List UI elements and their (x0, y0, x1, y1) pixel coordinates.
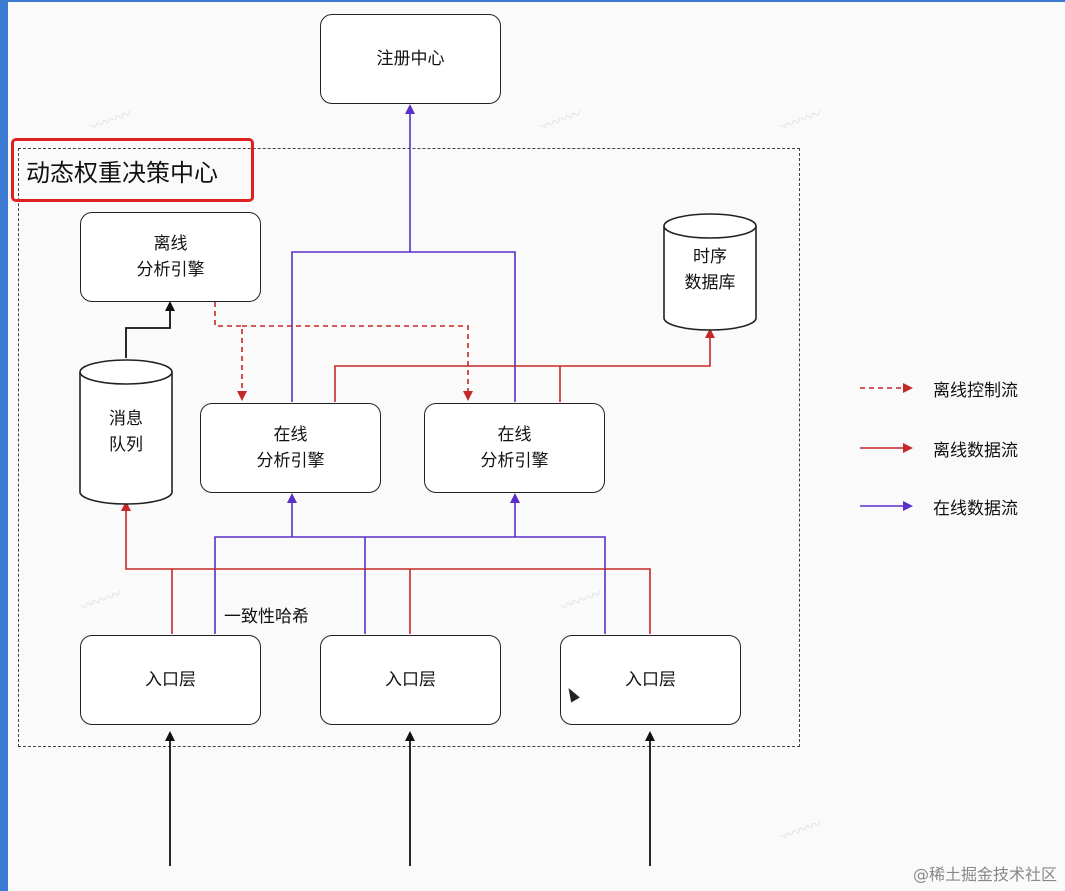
tsdb-cylinder (663, 213, 757, 331)
message-queue-cylinder (79, 359, 173, 505)
region-title-text: 动态权重决策中心 (26, 158, 218, 187)
offline-control-1 (214, 302, 247, 401)
registry-node: 注册中心 (320, 14, 501, 104)
entry-label-3: 入口层 (625, 670, 676, 690)
mq-to-offline-edge (125, 301, 175, 358)
online-bus (214, 536, 606, 634)
region-title: 动态权重决策中心 (11, 138, 254, 202)
online-engine-node-2: 在线 分析引擎 (424, 403, 605, 493)
offline-control-2 (242, 325, 473, 401)
brand-watermark: @稀土掘金技术社区 (912, 865, 1057, 884)
entry-node-3: 入口层 (560, 635, 741, 725)
online-engine-label-2: 在线 分析引擎 (480, 425, 549, 471)
entry-node-2: 入口层 (320, 635, 501, 725)
online-to-tsdb (334, 328, 715, 402)
legend-online-data: 在线数据流 (933, 499, 1018, 519)
consistent-hash-label: 一致性哈希 (224, 607, 309, 627)
offline-to-mq (121, 501, 172, 570)
window-edge-top (0, 0, 1065, 2)
online-engine-node-1: 在线 分析引擎 (200, 403, 381, 493)
offline-engine-label: 离线 分析引擎 (136, 234, 205, 280)
online-engine-label-1: 在线 分析引擎 (256, 425, 325, 471)
window-edge (0, 0, 8, 891)
decision-center-region (18, 148, 800, 747)
registry-label: 注册中心 (376, 49, 445, 69)
entry-node-1: 入口层 (80, 635, 261, 725)
legend-offline-data: 离线数据流 (933, 441, 1018, 461)
entry-label-1: 入口层 (145, 670, 196, 690)
entry-label-2: 入口层 (385, 670, 436, 690)
online-to-registry (291, 251, 516, 402)
message-queue-label: 消息 队列 (109, 409, 143, 455)
offline-bus (171, 568, 651, 634)
offline-engine-node: 离线 分析引擎 (80, 212, 261, 302)
legend-offline-control: 离线控制流 (933, 381, 1018, 401)
tsdb-label: 时序 数据库 (684, 247, 736, 293)
